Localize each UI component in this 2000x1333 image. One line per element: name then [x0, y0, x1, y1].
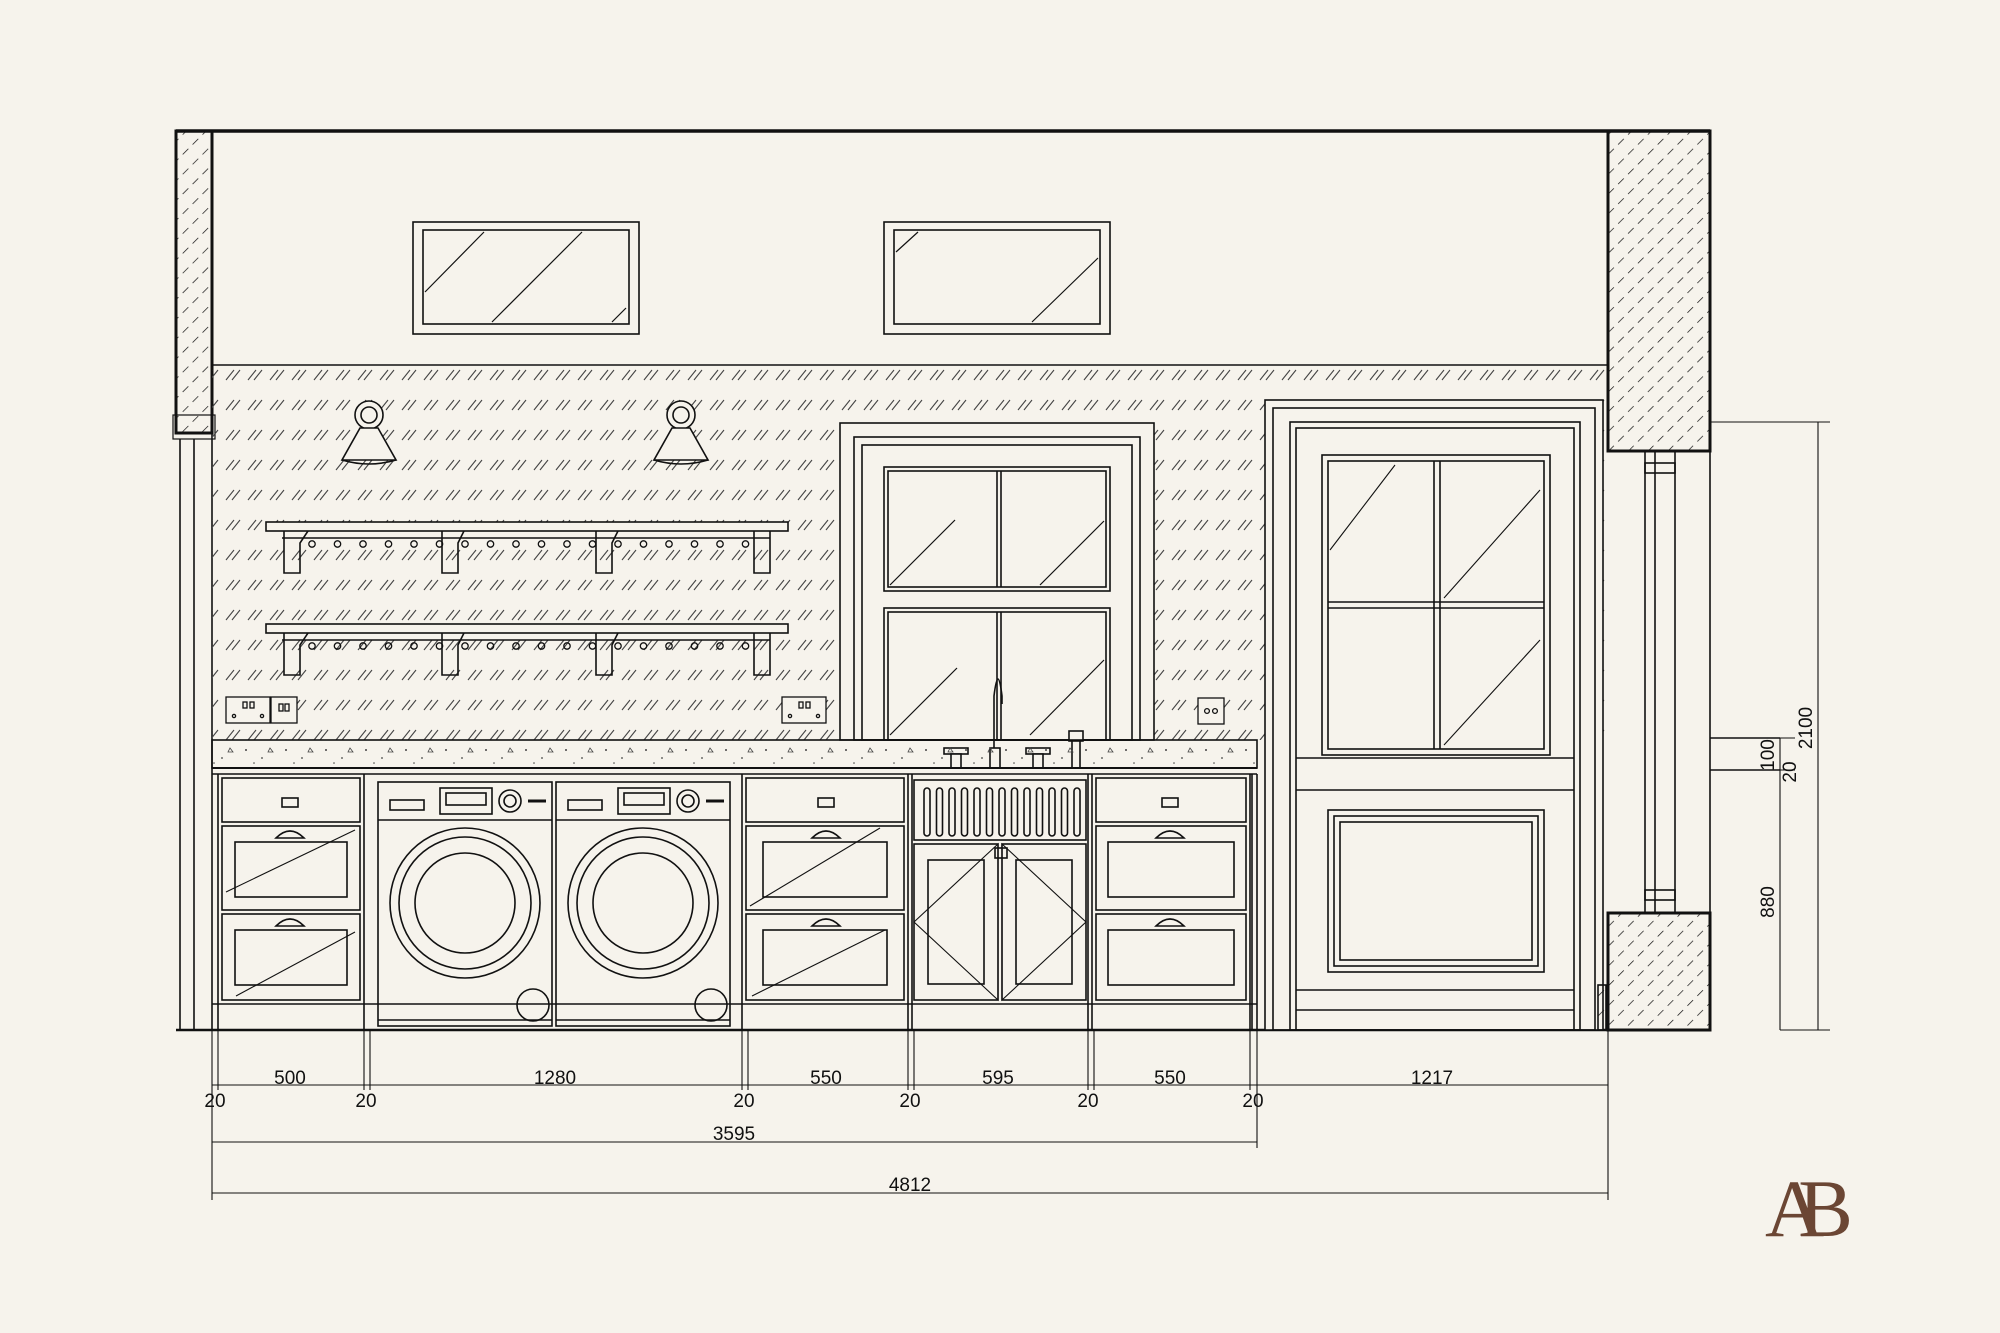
- glazed-door: [1264, 399, 1607, 1031]
- dim-gap-3: 20: [733, 1091, 754, 1112]
- shelf-peg: [461, 642, 469, 650]
- shelf-peg: [512, 642, 520, 650]
- sink-flute: [998, 787, 1006, 837]
- shelf-peg: [333, 540, 342, 548]
- shelf-peg: [665, 642, 673, 650]
- sink-flute: [1060, 787, 1069, 837]
- dim-595: 595: [982, 1068, 1014, 1089]
- washing-machine-right: [555, 781, 731, 1027]
- sink-flute: [1048, 787, 1056, 837]
- dim-gap-4: 20: [899, 1091, 920, 1112]
- shelf-peg: [308, 642, 316, 650]
- single-socket-left: [270, 696, 298, 724]
- belfast-sink-unit: [911, 774, 1089, 1030]
- sink-flute: [1010, 787, 1019, 837]
- dim-880: 880: [1758, 886, 1779, 918]
- high-window-left: [412, 221, 640, 335]
- shelf-peg: [410, 642, 418, 650]
- sink-flute: [1073, 787, 1081, 837]
- sink-flute: [935, 787, 944, 837]
- line-work: [172, 129, 1830, 1200]
- sink-flute: [985, 787, 994, 837]
- shelf-peg: [639, 540, 648, 548]
- high-window-right: [883, 221, 1111, 335]
- right-wall-upper: [1606, 129, 1712, 453]
- dim-1217: 1217: [1411, 1068, 1453, 1089]
- peg-shelf-upper: [265, 521, 789, 574]
- shelf-peg: [690, 540, 699, 548]
- sink-flute: [973, 787, 981, 837]
- logo-text: AB: [1765, 1163, 1849, 1254]
- sink-flute: [923, 787, 931, 837]
- shelf-peg: [588, 540, 597, 548]
- shelf-peg: [741, 540, 750, 548]
- shelf-peg: [486, 642, 495, 650]
- right-wall-lower: [1606, 911, 1712, 1032]
- sink-flute: [948, 787, 956, 837]
- dim-550-b: 550: [1154, 1068, 1186, 1089]
- shelf-peg: [716, 642, 724, 650]
- shelf-peg: [588, 642, 597, 650]
- shelf-peg: [435, 642, 444, 650]
- sink-flute: [960, 787, 969, 837]
- sink-flute: [1035, 787, 1044, 837]
- shelf-peg: [512, 540, 520, 548]
- shelf-peg: [384, 642, 393, 650]
- shelf-peg: [384, 540, 393, 548]
- shelf-peg: [359, 540, 367, 548]
- shelf-peg: [614, 540, 622, 548]
- shelf-peg: [486, 540, 495, 548]
- brand-logo: AB: [1765, 1163, 1875, 1254]
- double-socket-middle: [781, 696, 827, 724]
- shelf-peg: [639, 642, 648, 650]
- left-wall-section: [174, 129, 214, 435]
- shelf-peg: [665, 540, 673, 548]
- double-socket-left: [225, 696, 271, 724]
- shelf-peg: [308, 540, 316, 548]
- dim-total-overall: 4812: [889, 1175, 931, 1196]
- shelf-peg: [435, 540, 444, 548]
- dim-gap-6: 20: [1242, 1091, 1263, 1112]
- shelf-peg: [563, 540, 571, 548]
- drawer-unit-left: [217, 774, 365, 1030]
- shelf-peg: [716, 540, 724, 548]
- shelf-peg: [690, 642, 699, 650]
- dim-20: 20: [1780, 761, 1801, 782]
- dim-gap-1: 20: [204, 1091, 225, 1112]
- shelf-peg: [537, 642, 546, 650]
- shelf-peg: [741, 642, 750, 650]
- drawer-unit-middle: [741, 774, 909, 1030]
- shelf-peg: [461, 540, 469, 548]
- washing-machine-left: [377, 781, 553, 1027]
- dim-total-units: 3595: [713, 1124, 755, 1145]
- dim-100: 100: [1758, 739, 1779, 771]
- wall-sconce-right: [652, 400, 710, 465]
- dim-2100: 2100: [1796, 707, 1817, 749]
- dim-gap-2: 20: [355, 1091, 376, 1112]
- dim-gap-5: 20: [1077, 1091, 1098, 1112]
- dim-1280: 1280: [534, 1068, 576, 1089]
- shelf-peg: [537, 540, 546, 548]
- worktop: [211, 739, 1258, 769]
- wall-sconce-left: [340, 400, 398, 465]
- dim-500: 500: [274, 1068, 306, 1089]
- peg-shelf-lower: [265, 623, 789, 676]
- drawer-unit-right: [1091, 774, 1251, 1030]
- shelf-peg: [410, 540, 418, 548]
- dimension-lines: [211, 421, 1830, 1200]
- sash-window: [839, 422, 1155, 741]
- shelf-peg: [614, 642, 622, 650]
- switch-right: [1197, 697, 1225, 725]
- shelf-peg: [563, 642, 571, 650]
- dimension-labels: 500 1280 550 595 550 1217 20 20 20 20 20…: [204, 707, 1817, 1196]
- dim-550-a: 550: [810, 1068, 842, 1089]
- shelf-peg: [359, 642, 367, 650]
- shelf-peg: [333, 642, 342, 650]
- sink-flute: [1023, 787, 1031, 837]
